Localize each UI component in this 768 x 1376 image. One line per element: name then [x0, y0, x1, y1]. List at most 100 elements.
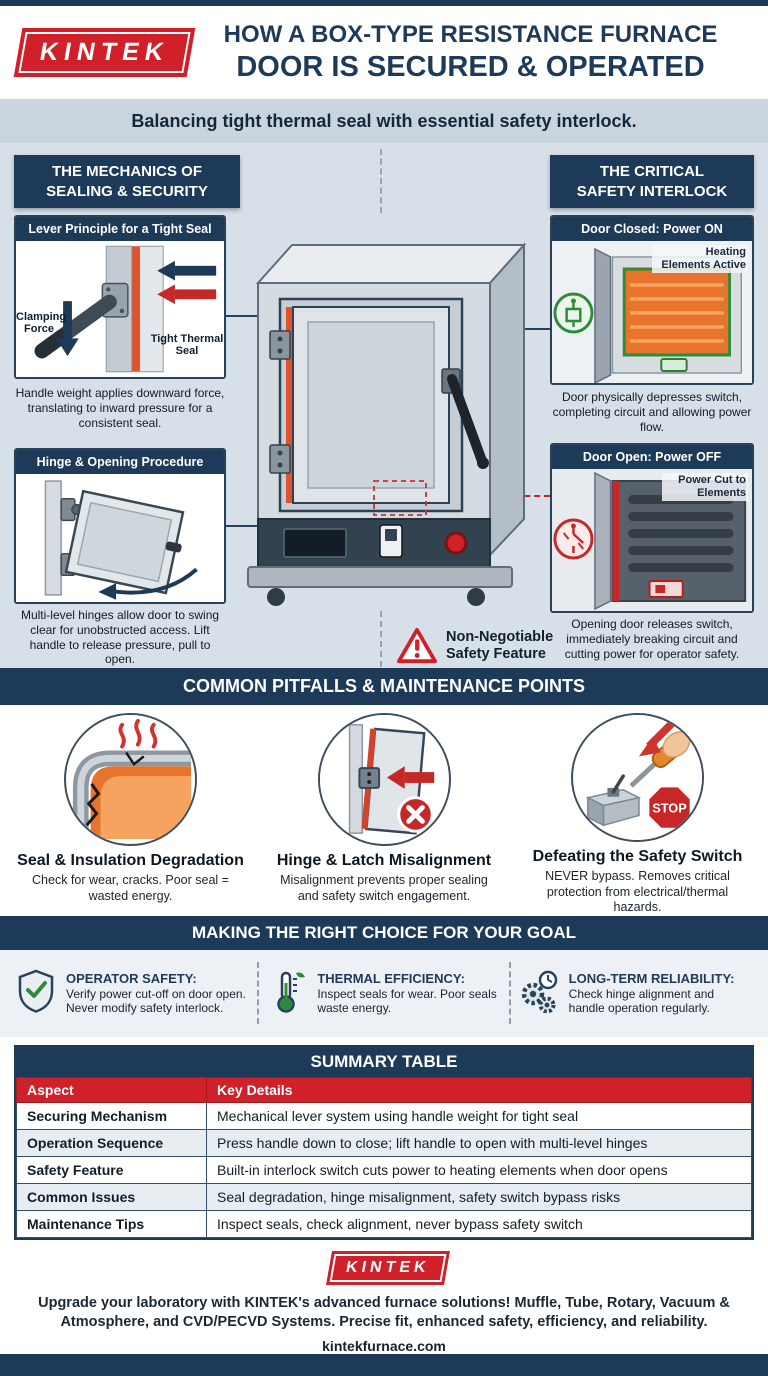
door-open-caption: Opening door releases switch, immediatel…: [564, 617, 740, 661]
row-details: Mechanical lever system using handle wei…: [206, 1101, 752, 1130]
summary-row: Common Issues Seal degradation, hinge mi…: [16, 1182, 752, 1211]
row-details: Built-in interlock switch cuts power to …: [206, 1155, 752, 1184]
pitfall-caption: Misalignment prevents proper sealing and…: [280, 873, 488, 903]
mechanics-heading: THE MECHANICS OF SEALING & SECURITY: [14, 155, 240, 209]
door-open-diagram: Power Cut to Elements: [552, 469, 752, 612]
center-dashed-line-top: [380, 149, 382, 214]
hinge-misalignment-icon: [317, 713, 451, 847]
seal-degradation-icon: [64, 713, 197, 847]
footer: KINTEK Upgrade your laboratory with KINT…: [0, 1239, 768, 1376]
title-line-2: DOOR IS SECURED & OPERATED: [236, 50, 705, 83]
x-badge-icon: [397, 796, 434, 833]
pitfall-seal-degradation: Seal & Insulation Degradation Check for …: [8, 713, 254, 916]
choice-thermal-efficiency: THERMAL EFFICIENCY: Inspect seals for we…: [259, 969, 508, 1018]
summary-table-section: SUMMARY TABLE Aspect Key Details Securin…: [14, 1044, 754, 1240]
column-header-aspect: Aspect: [16, 1076, 207, 1103]
heating-active-label: Heating Elements Active: [652, 245, 748, 273]
safety-warning: Non-Negotiable Safety Feature: [396, 627, 572, 665]
interlock-heading-line2: SAFETY INTERLOCK: [576, 182, 728, 200]
pitfall-title: Defeating the Safety Switch: [532, 848, 743, 866]
lever-seal-panel: Lever Principle for a Tight Seal: [14, 215, 226, 380]
header: KINTEK HOW A BOX-TYPE RESISTANCE FURNACE…: [0, 5, 768, 99]
pitfall-hinge-misalignment: Hinge & Latch Misalignment Misalignment …: [261, 713, 507, 916]
choice-text-block: LONG-TERM RELIABILITY: Check hinge align…: [569, 971, 752, 1016]
row-details: Press handle down to close; lift handle …: [206, 1128, 752, 1157]
thermometer-icon: [267, 969, 309, 1018]
pitfall-safety-switch: STOP Defeating the Safety Switch NEVER b…: [515, 713, 761, 916]
center-dashed-line-bottom: [380, 611, 382, 668]
row-aspect: Common Issues: [16, 1182, 207, 1211]
thermal-seal-label: Tight Thermal Seal: [150, 333, 224, 358]
lever-panel-title: Lever Principle for a Tight Seal: [16, 217, 224, 242]
door-closed-caption: Door physically depresses switch, comple…: [552, 390, 752, 434]
website-link[interactable]: kintekfurnace.com: [322, 1338, 446, 1354]
pitfalls-section: Seal & Insulation Degradation Check for …: [0, 705, 768, 917]
choice-operator-safety: OPERATOR SAFETY: Verify power cut-off on…: [8, 969, 257, 1018]
choice-text: Inspect seals for wear. Poor seals waste…: [317, 986, 497, 1016]
hinge-diagram: [16, 474, 224, 603]
divider: [257, 962, 260, 1025]
footer-message: Upgrade your laboratory with KINTEK's ad…: [38, 1294, 730, 1330]
kintek-footer-logo: KINTEK: [326, 1250, 450, 1285]
choices-heading-bar: MAKING THE RIGHT CHOICE FOR YOUR GOAL: [0, 916, 768, 950]
choice-text-block: OPERATOR SAFETY: Verify power cut-off on…: [66, 971, 249, 1016]
circuit-closed-icon: [553, 292, 594, 334]
summary-row: Safety Feature Built-in interlock switch…: [16, 1155, 752, 1184]
warning-text: Non-Negotiable Safety Feature: [446, 629, 553, 664]
stop-sign-icon: STOP: [645, 784, 693, 831]
furnace-figure: [228, 219, 532, 615]
summary-row: Maintenance Tips Inspect seals, check al…: [16, 1209, 752, 1238]
pitfall-caption: NEVER bypass. Removes critical protectio…: [545, 869, 730, 915]
choice-title: LONG-TERM RELIABILITY:: [568, 970, 735, 986]
pitfall-title: Hinge & Latch Misalignment: [276, 852, 492, 870]
page-title: HOW A BOX-TYPE RESISTANCE FURNACE DOOR I…: [187, 21, 754, 84]
gears-clock-icon: [519, 969, 561, 1018]
warning-triangle-icon: [397, 628, 437, 664]
pitfalls-heading-bar: COMMON PITFALLS & MAINTENANCE POINTS: [0, 667, 768, 706]
door-closed-diagram: Heating Elements Active: [552, 241, 752, 384]
bottom-accent-bar: [0, 1354, 768, 1376]
row-details: Inspect seals, check alignment, never by…: [206, 1209, 752, 1238]
seal-crack-illustration: [66, 715, 195, 844]
connector-lever-to-furnace: [222, 315, 270, 318]
warning-line-2: Safety Feature: [446, 646, 546, 663]
choice-text: Verify power cut-off on door open. Never…: [66, 986, 246, 1016]
row-aspect: Safety Feature: [16, 1155, 207, 1184]
hinge-panel-title: Hinge & Opening Procedure: [16, 450, 224, 475]
summary-table-heading: SUMMARY TABLE: [16, 1046, 752, 1077]
safety-switch-icon: STOP: [571, 713, 704, 843]
divider: [508, 962, 511, 1025]
lever-illustration: [34, 246, 217, 373]
mechanics-heading-line2: SEALING & SECURITY: [46, 182, 208, 200]
mechanics-heading-line1: THE MECHANICS OF: [52, 163, 202, 181]
power-cut-label: Power Cut to Elements: [662, 473, 748, 501]
subtitle-bar: Balancing tight thermal seal with essent…: [0, 98, 768, 144]
kintek-footer-logo-text: KINTEK: [344, 1258, 432, 1276]
main-diagram-section: THE MECHANICS OF SEALING & SECURITY THE …: [0, 143, 768, 668]
interlock-heading-line1: THE CRITICAL: [599, 163, 705, 181]
choice-long-term-reliability: LONG-TERM RELIABILITY: Check hinge align…: [511, 969, 760, 1018]
warning-line-1: Non-Negotiable: [446, 629, 554, 645]
interlock-heading: THE CRITICAL SAFETY INTERLOCK: [550, 155, 754, 209]
top-accent-bar: [0, 0, 768, 6]
column-header-details: Key Details: [206, 1076, 752, 1103]
lever-diagram: Clamping Force Tight Thermal Seal: [16, 241, 224, 378]
connector-hinge-to-furnace: [222, 525, 270, 528]
lever-caption: Handle weight applies downward force, tr…: [15, 386, 225, 430]
door-open-title: Door Open: Power OFF: [552, 445, 752, 470]
door-closed-title: Door Closed: Power ON: [552, 217, 752, 242]
furnace-illustration: [247, 242, 527, 607]
row-aspect: Securing Mechanism: [16, 1101, 207, 1130]
kintek-logo-text: KINTEK: [37, 37, 172, 66]
clamping-force-label: Clamping Force: [16, 311, 67, 336]
choice-title: OPERATOR SAFETY:: [66, 970, 197, 986]
door-open-panel: Door Open: Power OFF: [550, 443, 754, 614]
kintek-logo: KINTEK: [14, 27, 195, 77]
row-aspect: Operation Sequence: [16, 1128, 207, 1157]
pitfall-caption: Check for wear, cracks. Poor seal = wast…: [32, 873, 229, 903]
choice-text-block: THERMAL EFFICIENCY: Inspect seals for we…: [317, 971, 500, 1016]
summary-row: Operation Sequence Press handle down to …: [16, 1128, 752, 1157]
summary-table: Aspect Key Details Securing Mechanism Me…: [16, 1076, 752, 1238]
hinge-misalignment-illustration: [320, 715, 448, 844]
